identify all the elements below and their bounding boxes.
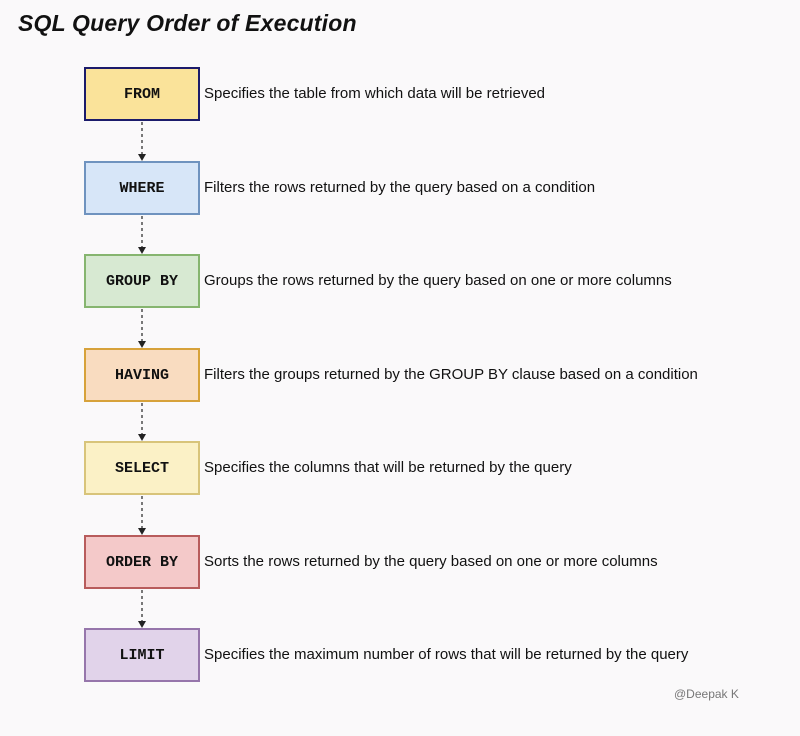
step-box-group-by: GROUP BY [84, 254, 200, 308]
step-desc-order-by: Sorts the rows returned by the query bas… [204, 553, 658, 570]
step-label: HAVING [114, 366, 169, 384]
step-label: WHERE [119, 179, 165, 197]
diagram-title: SQL Query Order of Execution [18, 10, 357, 36]
step-box-order-by: ORDER BY [84, 535, 200, 589]
author-credit: @Deepak K [674, 687, 739, 701]
step-box-having: HAVING [84, 348, 200, 402]
step-desc-where: Filters the rows returned by the query b… [204, 179, 596, 196]
step-label: LIMIT [119, 646, 165, 664]
step-label: SELECT [114, 459, 169, 477]
step-desc-limit: Specifies the maximum number of rows tha… [204, 646, 689, 663]
connector-arrowhead [138, 621, 146, 628]
step-label: FROM [123, 85, 160, 103]
step-label: GROUP BY [105, 272, 178, 290]
step-desc-group-by: Groups the rows returned by the query ba… [204, 272, 672, 289]
connector-arrowhead [138, 154, 146, 161]
step-desc-having: Filters the groups returned by the GROUP… [204, 366, 698, 383]
connector-arrowhead [138, 528, 146, 535]
step-desc-from: Specifies the table from which data will… [204, 85, 546, 102]
step-box-where: WHERE [84, 161, 200, 215]
step-box-from: FROM [84, 67, 200, 121]
connector-arrowhead [138, 247, 146, 254]
step-desc-select: Specifies the columns that will be retur… [204, 459, 572, 476]
connector-arrowhead [138, 434, 146, 441]
step-box-select: SELECT [84, 441, 200, 495]
connector-arrowhead [138, 341, 146, 348]
step-box-limit: LIMIT [84, 628, 200, 682]
step-label: ORDER BY [105, 553, 178, 571]
